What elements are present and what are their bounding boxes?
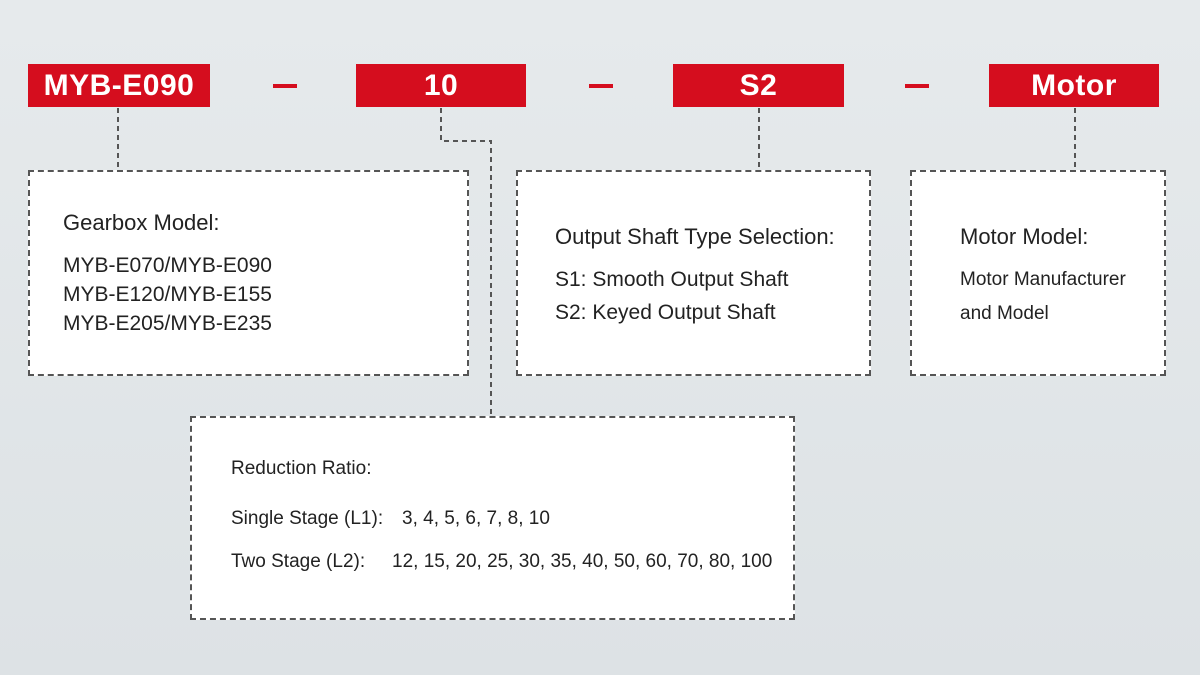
motor-model-line: and Model	[960, 303, 1049, 324]
motor-model-box: Motor Model: Motor Manufacturer and Mode…	[910, 170, 1166, 376]
reduction-ratio-title: Reduction Ratio:	[231, 458, 372, 479]
separator-dash-1	[273, 84, 297, 88]
motor-code-box: Motor	[989, 64, 1159, 107]
model-code-box: MYB-E090	[28, 64, 210, 107]
separator-dash-2	[589, 84, 613, 88]
two-stage-label: Two Stage (L2):	[231, 551, 366, 572]
separator-dash-3	[905, 84, 929, 88]
output-shaft-line: S2: Keyed Output Shaft	[555, 301, 776, 324]
gearbox-model-box: Gearbox Model: MYB-E070/MYB-E090 MYB-E12…	[28, 170, 469, 376]
gearbox-model-line: MYB-E205/MYB-E235	[63, 312, 272, 335]
single-stage-values: 3, 4, 5, 6, 7, 8, 10	[402, 508, 550, 529]
output-shaft-box: Output Shaft Type Selection: S1: Smooth …	[516, 170, 871, 376]
gearbox-model-line: MYB-E120/MYB-E155	[63, 283, 272, 306]
output-shaft-title: Output Shaft Type Selection:	[555, 224, 835, 249]
shaft-code-box: S2	[673, 64, 844, 107]
gearbox-model-line: MYB-E070/MYB-E090	[63, 254, 272, 277]
motor-model-title: Motor Model:	[960, 224, 1089, 249]
gearbox-model-title: Gearbox Model:	[63, 210, 220, 235]
motor-model-line: Motor Manufacturer	[960, 269, 1126, 290]
ratio-code-box: 10	[356, 64, 526, 107]
single-stage-label: Single Stage (L1):	[231, 508, 384, 529]
two-stage-values: 12, 15, 20, 25, 30, 35, 40, 50, 60, 70, …	[392, 551, 773, 572]
output-shaft-line: S1: Smooth Output Shaft	[555, 268, 789, 291]
reduction-ratio-box: Reduction Ratio: Single Stage (L1): 3, 4…	[190, 416, 795, 620]
